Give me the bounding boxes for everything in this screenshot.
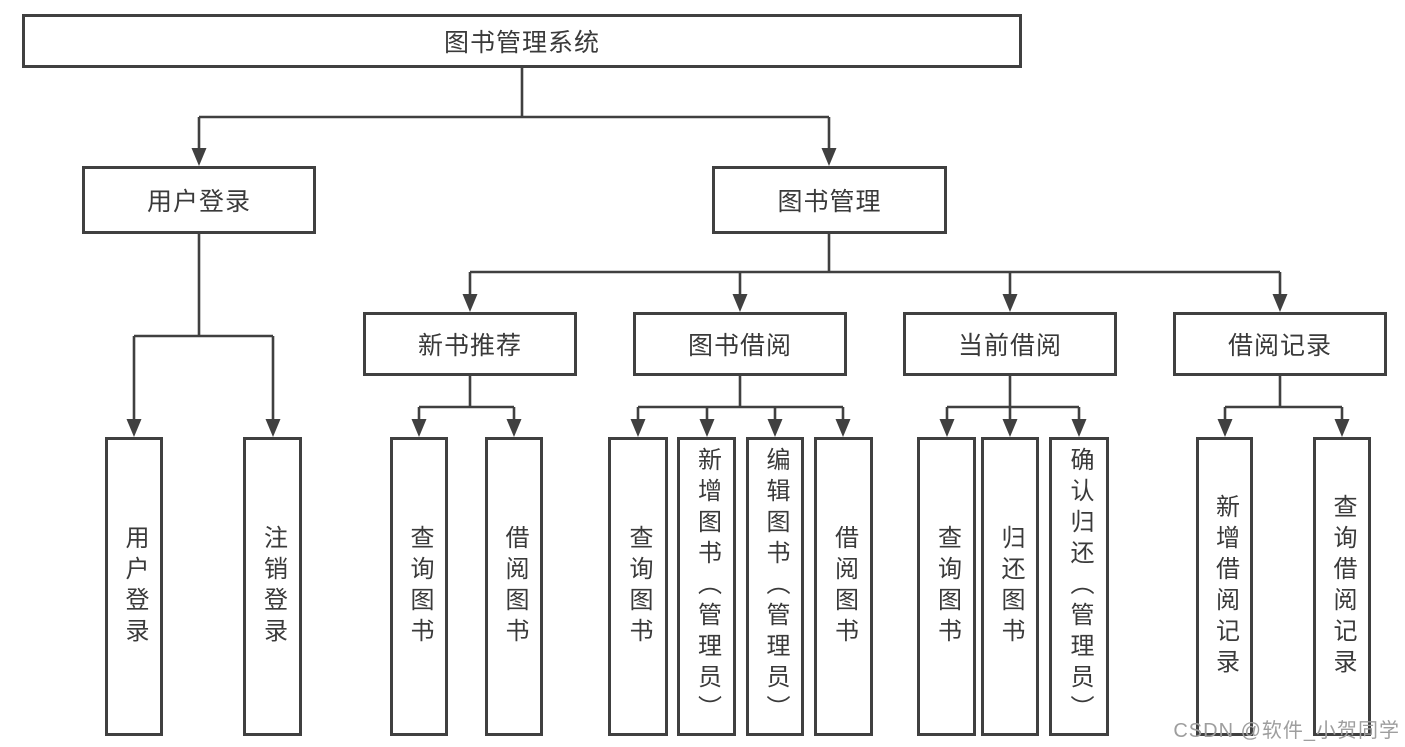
csdn-watermark: CSDN @软件_小贺同学	[1173, 720, 1400, 742]
leaf-confirm-return-admin-label: 确认归还（管理员）	[1066, 447, 1093, 726]
leaf-add-book-admin: 新增图书（管理员）	[677, 437, 736, 736]
node-root: 图书管理系统	[22, 14, 1022, 68]
connector-book-management-children	[462, 234, 1288, 312]
leaf-query-books-borrow: 查询图书	[608, 437, 668, 736]
node-book-borrow-label: 图书借阅	[687, 332, 792, 360]
connector-borrow-records-children	[1217, 376, 1350, 437]
node-new-book-recommend: 新书推荐	[363, 312, 577, 376]
leaf-query-books-recommend-label: 查询图书	[406, 524, 433, 649]
leaf-add-book-admin-label: 新增图书（管理员）	[693, 447, 721, 726]
connector-root-to-level2	[191, 68, 837, 166]
leaf-borrow-books-recommend: 借阅图书	[485, 437, 543, 736]
leaf-edit-book-admin-label: 编辑图书（管理员）	[762, 447, 789, 726]
node-new-book-recommend-label: 新书推荐	[417, 332, 522, 360]
leaf-query-books-borrow-label: 查询图书	[625, 524, 652, 649]
leaf-logout-label: 注销登录	[259, 524, 287, 649]
leaf-edit-book-admin: 编辑图书（管理员）	[746, 437, 804, 736]
leaf-query-books-current: 查询图书	[917, 437, 976, 736]
leaf-borrow-books: 借阅图书	[814, 437, 873, 736]
node-book-management: 图书管理	[712, 166, 947, 234]
connector-current-borrow-children	[939, 376, 1087, 437]
connector-new-book-recommend-children	[411, 376, 522, 437]
leaf-borrow-books-recommend-label: 借阅图书	[501, 524, 528, 649]
node-user-login-label: 用户登录	[146, 188, 251, 216]
connector-book-borrow-children	[630, 376, 851, 437]
node-book-borrow: 图书借阅	[633, 312, 847, 376]
node-book-management-label: 图书管理	[777, 188, 882, 216]
leaf-return-book-label: 归还图书	[997, 524, 1024, 649]
leaf-query-borrow-record-label: 查询借阅记录	[1329, 493, 1356, 680]
leaf-add-borrow-record-label: 新增借阅记录	[1211, 493, 1239, 680]
leaf-query-books-current-label: 查询图书	[933, 524, 961, 649]
leaf-add-borrow-record: 新增借阅记录	[1196, 437, 1253, 736]
leaf-user-login: 用户登录	[105, 437, 163, 736]
node-root-label: 图书管理系统	[443, 29, 600, 57]
leaf-borrow-books-label: 借阅图书	[830, 524, 858, 649]
node-borrow-records-label: 借阅记录	[1227, 332, 1332, 360]
node-current-borrow-label: 当前借阅	[957, 332, 1062, 360]
node-current-borrow: 当前借阅	[903, 312, 1117, 376]
leaf-logout: 注销登录	[243, 437, 302, 736]
node-borrow-records: 借阅记录	[1173, 312, 1387, 376]
leaf-query-borrow-record: 查询借阅记录	[1313, 437, 1371, 736]
node-user-login: 用户登录	[82, 166, 316, 234]
leaf-confirm-return-admin: 确认归还（管理员）	[1049, 437, 1109, 736]
leaf-query-books-recommend: 查询图书	[390, 437, 448, 736]
connector-user-login-children	[126, 234, 281, 437]
leaf-user-login-label: 用户登录	[121, 524, 148, 649]
leaf-return-book: 归还图书	[981, 437, 1039, 736]
